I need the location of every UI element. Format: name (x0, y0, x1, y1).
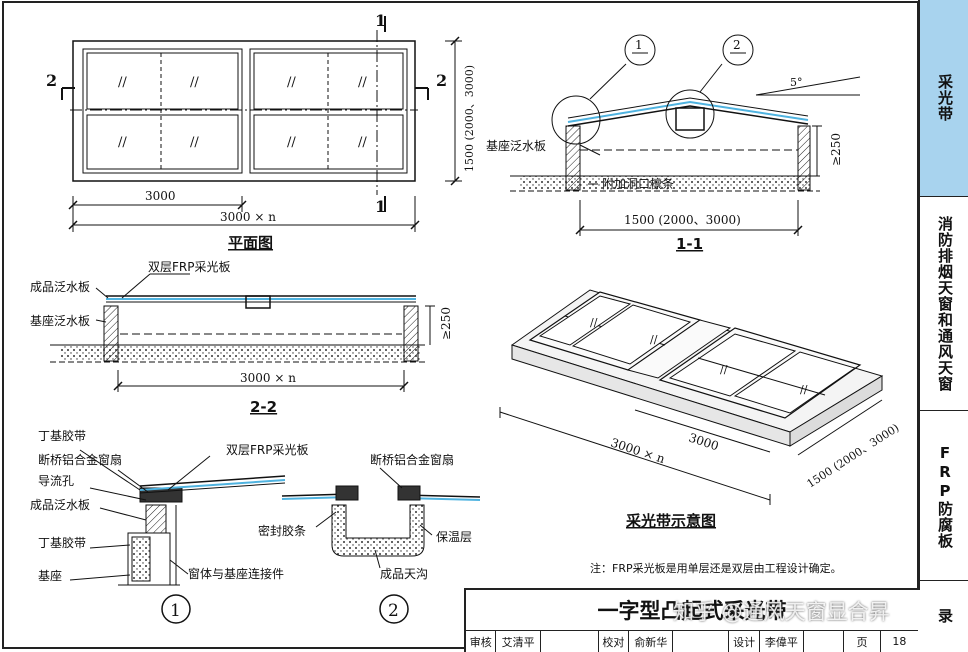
svg-text://: // (190, 135, 199, 150)
plan-dim-bay: 3000 (145, 189, 176, 203)
svg-text://: // (720, 363, 728, 376)
section11-label-base-flashing: 基座泛水板 (486, 138, 546, 153)
plan-view: // // // // // // // // (61, 16, 462, 232)
section11-label-purlin: 附加洞口檩条 (602, 176, 674, 191)
sidebar-item-contents[interactable]: 录 (936, 608, 954, 624)
svg-text://: // (287, 135, 296, 150)
detail2-label-seal: 密封胶条 (258, 523, 306, 538)
section22-label-frp: 双层FRP采光板 (148, 260, 230, 274)
signature-row: 审核 艾清平 校对 俞新华 设计 李偉平 页 18 (466, 631, 918, 652)
detail-2 (281, 467, 481, 624)
section22-dim-height: ≥250 (439, 307, 453, 340)
detail1-label-butyl-tape-top: 丁基胶带 (38, 428, 86, 443)
plan-title: 平面图 (228, 234, 273, 252)
drawing-title: 一字型凸起式采光带 (466, 590, 918, 631)
detail2-label-gutter: 成品天沟 (380, 567, 428, 581)
section11-title: 1-1 (676, 235, 703, 253)
svg-text://: // (287, 75, 296, 90)
detail1-label-butyl-tape-bottom: 丁基胶带 (38, 535, 86, 550)
check-label: 校对 (599, 631, 630, 652)
plan-section-mark-top: 1 (375, 11, 386, 30)
plan-dim-total: 3000 × n (220, 210, 276, 224)
plan-section-mark-bottom: 1 (375, 197, 386, 216)
plan-section-mark-right: 2 (436, 71, 447, 90)
section22-label-base-flashing: 基座泛水板 (30, 313, 90, 328)
detail2-label-insulation: 保温层 (436, 530, 472, 544)
reviewer-name: 艾清平 (496, 631, 541, 652)
detail2-label-sash: 断桥铝合金窗扇 (370, 452, 454, 467)
sidebar-item-skylight-strip[interactable]: 采光带 (920, 0, 968, 197)
title-block: 一字型凸起式采光带 审核 艾清平 校对 俞新华 设计 李偉平 页 18 (464, 588, 920, 652)
sidebar-item-frp-panel[interactable]: FRP防腐板 (920, 412, 968, 581)
page-label: 页 (844, 631, 881, 652)
section11-callout-2: 2 (733, 38, 741, 52)
sidebar-item-smoke-vent[interactable]: 消防排烟天窗和通风天窗 (920, 198, 968, 411)
svg-text://: // (358, 75, 367, 90)
review-label: 审核 (466, 631, 497, 652)
plan-dim-height: 1500 (2000、3000) (463, 65, 476, 172)
detail1-label-frp: 双层FRP采光板 (226, 443, 308, 457)
section22-dim-total: 3000 × n (240, 371, 296, 385)
detail2-number: 2 (388, 601, 399, 621)
svg-text://: // (118, 75, 127, 90)
reviewer-signature (541, 631, 599, 652)
designer-signature (804, 631, 845, 652)
svg-text://: // (358, 135, 367, 150)
svg-text://: // (590, 316, 598, 329)
checker-name: 俞新华 (629, 631, 674, 652)
section22-title: 2-2 (250, 398, 277, 416)
svg-text://: // (190, 75, 199, 90)
svg-text://: // (118, 135, 127, 150)
svg-text://: // (650, 333, 658, 346)
schematic-title: 采光带示意图 (625, 512, 716, 530)
section11-dim-height: ≥250 (829, 133, 843, 166)
section11-dim-width: 1500 (2000、3000) (624, 213, 741, 227)
detail-1 (69, 449, 286, 624)
plan-section-mark-left: 2 (46, 71, 57, 90)
schematic-view: // // // // (499, 289, 884, 505)
designer-name: 李偉平 (760, 631, 805, 652)
section22-label-product-flashing: 成品泛水板 (30, 280, 90, 294)
detail1-label-base: 基座 (38, 568, 62, 583)
section11-callout-1: 1 (635, 38, 643, 52)
schematic-dim-bay: 3000 (687, 431, 720, 454)
detail1-label-drain-hole: 导流孔 (38, 474, 74, 488)
schematic-dim-total: 3000 × n (609, 436, 667, 467)
section-2-2 (50, 273, 435, 392)
detail1-label-connector: 窗体与基座连接件 (188, 566, 284, 581)
note-text: 注：FRP采光板是用单层还是双层由工程设计确定。 (590, 561, 842, 575)
sidebar: 采光带 消防排烟天窗和通风天窗 FRP防腐板 录 (918, 0, 968, 650)
detail1-label-sash: 断桥铝合金窗扇 (38, 452, 122, 467)
section-1-1 (510, 34, 861, 236)
detail1-label-flashing: 成品泛水板 (30, 498, 90, 512)
detail1-number: 1 (170, 601, 181, 621)
svg-text://: // (800, 383, 808, 396)
watermark: 知乎 @通风天窗显合昇 (673, 600, 890, 624)
page-number: 18 (892, 635, 907, 648)
checker-signature (673, 631, 730, 652)
design-label: 设计 (729, 631, 760, 652)
schematic-dim-width: 1500 (2000、3000) (805, 421, 902, 490)
section11-angle: 5° (790, 76, 803, 89)
